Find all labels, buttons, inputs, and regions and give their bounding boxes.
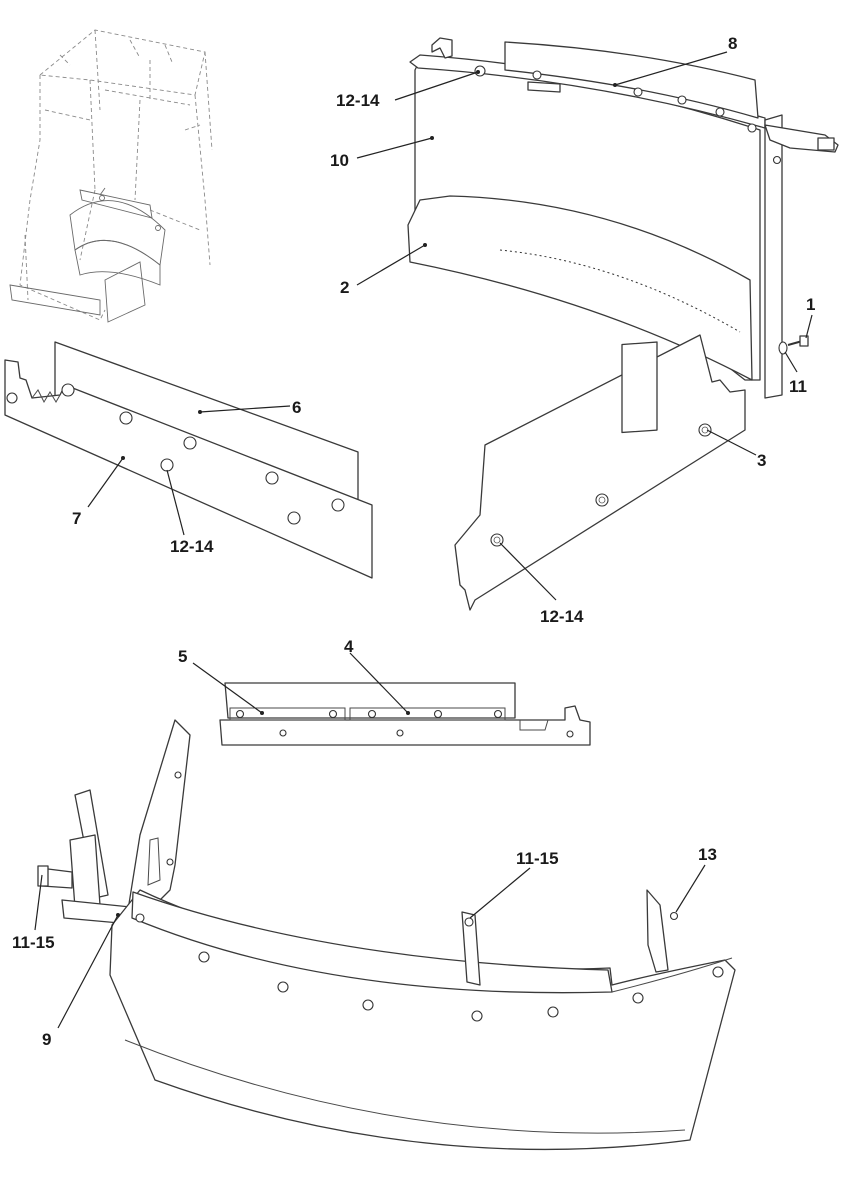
part-1-screw <box>787 335 809 347</box>
callout-labels: 8 12-14 10 2 1 11 6 7 3 12-14 12-14 5 4 … <box>12 34 815 1049</box>
callout-11: 11 <box>789 377 807 396</box>
part-2-curved-shell <box>407 195 753 381</box>
callout-7: 7 <box>72 509 81 528</box>
part-3-side-panel <box>454 334 746 611</box>
callout-12-14-top: 12-14 <box>336 91 380 110</box>
right-vertical-bracket <box>764 114 783 399</box>
part-4-5-upper-strip <box>224 682 516 719</box>
panel-7-bolts <box>6 383 345 525</box>
top-rail-bolts <box>474 65 782 165</box>
middle-strip-assembly <box>219 682 591 746</box>
callout-13: 13 <box>698 845 717 864</box>
left-panel-assembly <box>4 341 373 579</box>
clip-bracket <box>527 81 561 93</box>
lower-curved-panel-assembly <box>37 719 736 1151</box>
part-5-lower-bracket <box>219 705 591 746</box>
callout-6: 6 <box>292 398 301 417</box>
callout-9: 9 <box>42 1030 51 1049</box>
callout-10: 10 <box>330 151 349 170</box>
callout-2: 2 <box>340 278 349 297</box>
callout-11-15-mid: 11-15 <box>516 849 559 868</box>
cab-overview-inset <box>9 29 213 323</box>
curved-panel-bolts <box>135 913 724 1022</box>
callout-5: 5 <box>178 647 187 666</box>
upper-rear-panel-assembly <box>407 37 839 611</box>
right-arm-end <box>817 137 835 151</box>
access-window <box>621 341 658 434</box>
callout-4: 4 <box>344 637 354 656</box>
callout-1: 1 <box>806 295 815 314</box>
callout-12-14-mid-left: 12-14 <box>170 537 214 556</box>
right-support-strut <box>646 889 669 973</box>
middle-support-strut <box>461 911 481 986</box>
part-11-washer <box>778 341 788 355</box>
left-upright-panel <box>127 719 191 916</box>
callout-8: 8 <box>728 34 737 53</box>
leader-lines <box>34 51 813 1029</box>
strip-bolts <box>235 709 574 738</box>
left-hook-bracket <box>431 37 453 59</box>
callout-12-14-mid-right: 12-14 <box>540 607 584 626</box>
callout-3: 3 <box>757 451 766 470</box>
callout-11-15-left: 11-15 <box>12 933 55 952</box>
